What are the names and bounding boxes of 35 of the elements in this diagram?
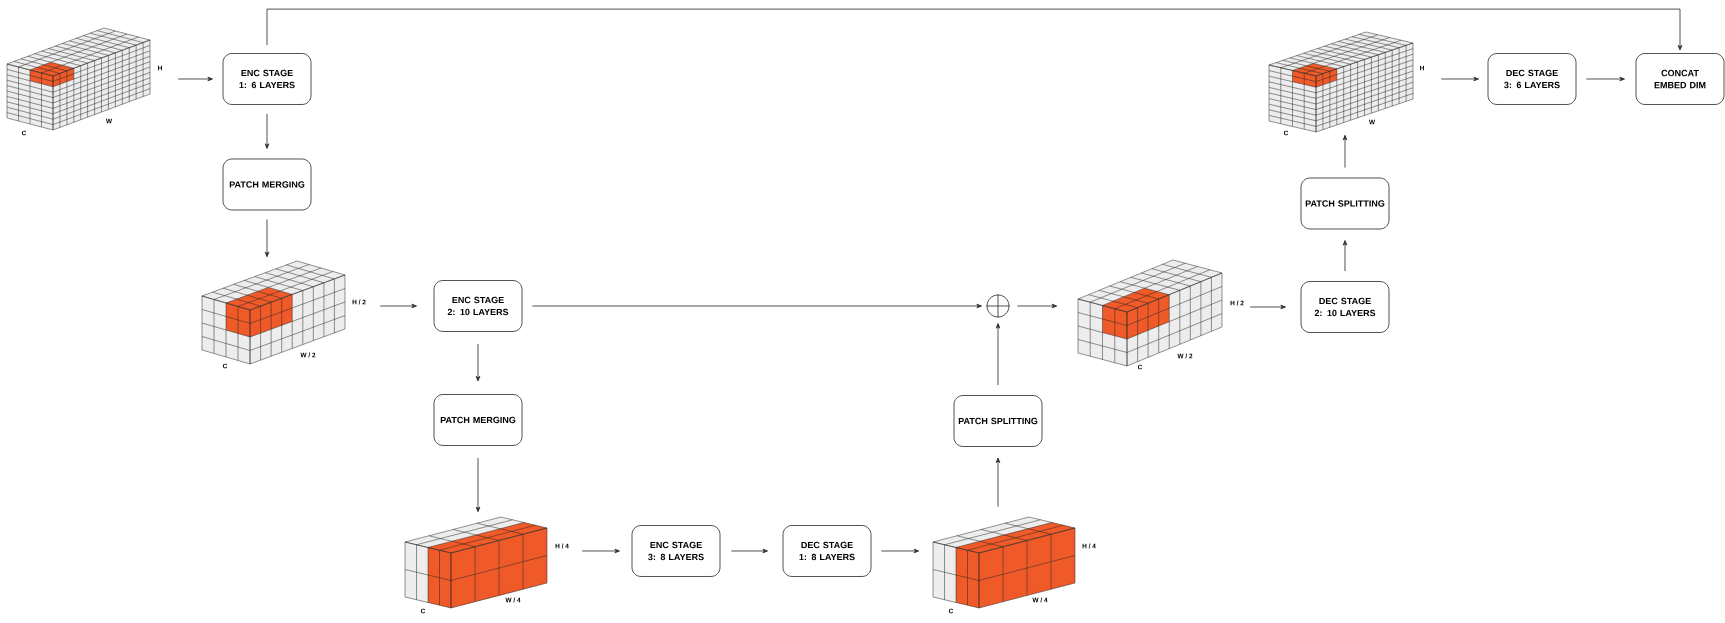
process-box: DEC STAGE 3: 6 LAYERS [1487,53,1577,105]
tensor-drawing [201,260,346,365]
tensor-drawing [932,516,1076,609]
process-box: ENC STAGE 1: 6 LAYERS [222,53,312,105]
arrow [532,303,982,309]
process-box: CONCAT EMBED DIM [1635,53,1725,105]
process-box: PATCH SPLITTING [953,395,1043,447]
arrow [731,548,768,554]
arrow [266,8,1683,51]
arrow [264,113,270,149]
arrow [1342,240,1348,272]
arrow [264,219,270,258]
process-box: DEC STAGE 2: 10 LAYERS [1300,281,1390,333]
arrow [995,323,1001,386]
arrow [1017,303,1058,309]
process-box: ENC STAGE 3: 8 LAYERS [631,525,721,577]
arrow [581,548,620,554]
process-box: PATCH SPLITTING [1300,177,1390,230]
arrow [1342,134,1348,168]
tensor-drawing [404,516,548,609]
process-box: ENC STAGE 2: 10 LAYERS [433,280,523,332]
arrow [379,303,417,309]
arrow [475,343,481,382]
arrow [1249,304,1286,310]
arrow [881,548,920,554]
arrow [177,76,213,82]
arrow [1440,76,1479,82]
process-box: PATCH MERGING [433,394,523,446]
process-box: DEC STAGE 1: 8 LAYERS [782,525,872,577]
tensor-drawing [6,27,151,131]
sum-symbol [986,294,1010,318]
arrow [1586,76,1625,82]
arrow [995,457,1001,508]
process-box: PATCH MERGING [222,158,312,211]
arrow [475,457,481,513]
